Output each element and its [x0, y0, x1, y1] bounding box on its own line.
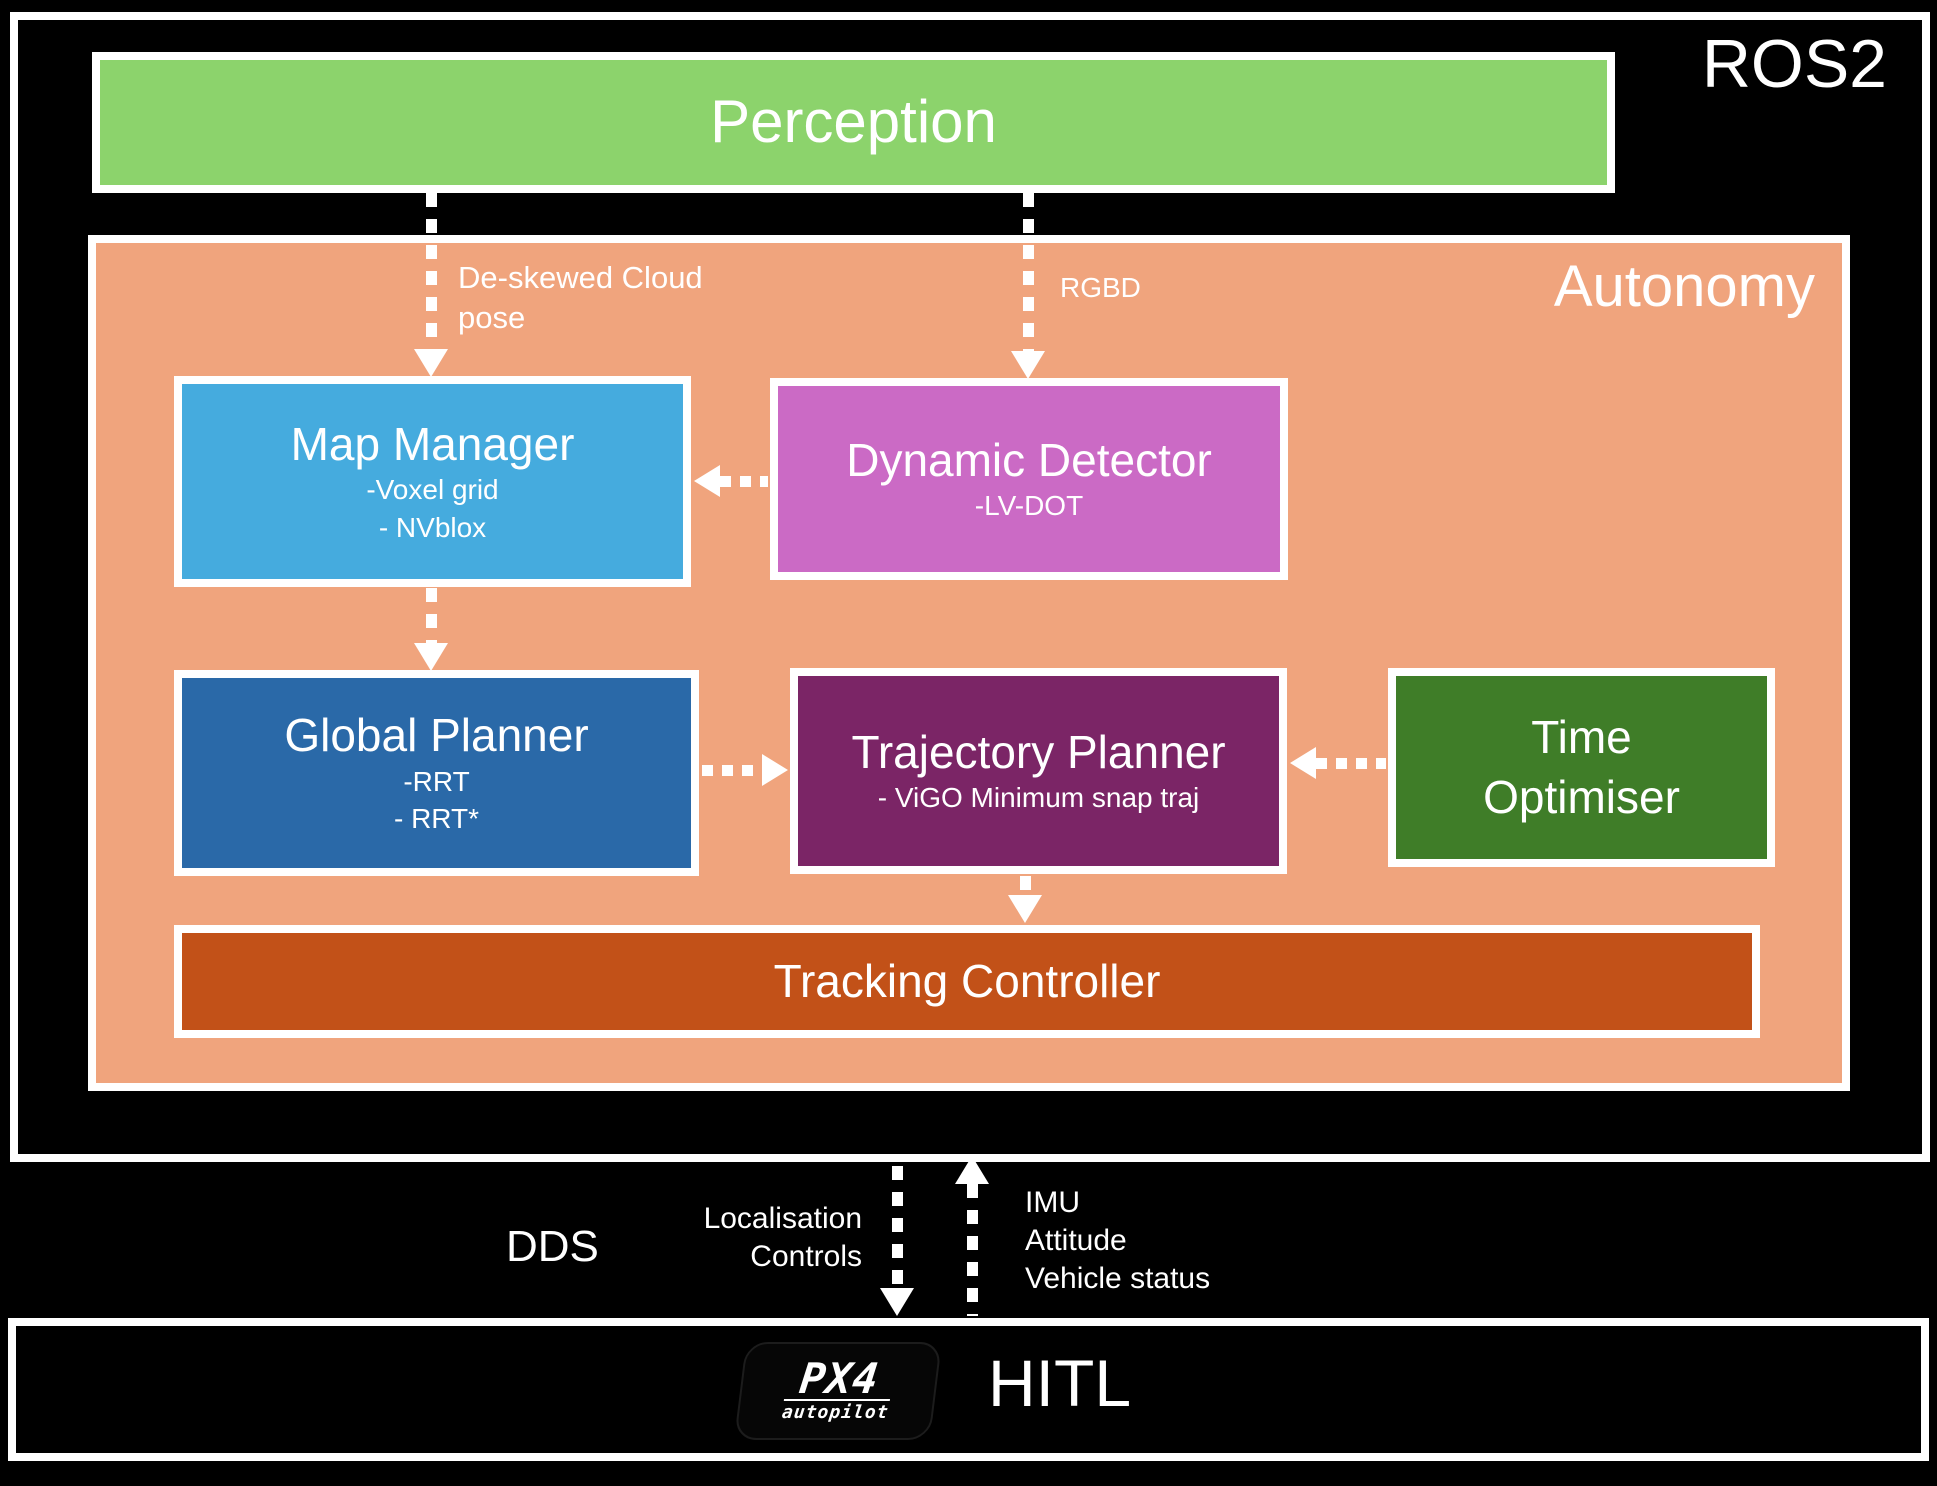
- global-planner-item-rrt: -RRT: [403, 765, 470, 797]
- arrow-trajectory-planner-to-tracking-controller: [1007, 876, 1043, 923]
- arrowhead-left-icon: [694, 465, 720, 497]
- arrowhead-left-icon: [1290, 747, 1316, 779]
- dashed-line: [1022, 193, 1034, 351]
- rgbd-label: RGBD: [1060, 272, 1141, 303]
- px4-logo-text: PX4: [797, 1354, 882, 1404]
- dynamic-detector-item-lv-dot: -LV-DOT: [974, 490, 1084, 522]
- global-planner-item-rrt-star: - RRT*: [393, 803, 480, 835]
- trajectory-planner-item-vigo: - ViGO Minimum snap traj: [877, 782, 1200, 814]
- arrow-ros2-to-hitl: [879, 1166, 915, 1316]
- dashed-line: [1316, 757, 1386, 769]
- time-optimiser-box: Time Optimiser: [1388, 668, 1775, 867]
- deskewed-cloud-label-line1: De-skewed Cloud: [458, 260, 703, 295]
- global-planner-title: Global Planner: [284, 709, 589, 762]
- vehicle-feedback-label: IMU Attitude Vehicle status: [1025, 1184, 1210, 1298]
- map-manager-title: Map Manager: [290, 417, 575, 470]
- arrowhead-down-icon: [1008, 895, 1042, 923]
- trajectory-planner-box: Trajectory Planner - ViGO Minimum snap t…: [790, 668, 1287, 874]
- arrow-dynamic-detector-to-map-manager: [694, 464, 768, 498]
- ros2-label: ROS2: [1701, 26, 1887, 102]
- arrow-map-manager-to-global-planner: [413, 588, 449, 671]
- localisation-label-line1: Localisation: [703, 1202, 862, 1235]
- arrowhead-up-icon: [955, 1156, 989, 1184]
- dashed-line: [891, 1166, 903, 1288]
- perception-box: Perception: [92, 52, 1615, 193]
- arrowhead-right-icon: [762, 754, 788, 786]
- arrow-perception-to-map-manager: [413, 193, 449, 377]
- map-manager-item-voxel-grid: -Voxel grid: [366, 474, 499, 506]
- dynamic-detector-box: Dynamic Detector -LV-DOT: [770, 378, 1288, 580]
- autonomy-label: Autonomy: [1553, 254, 1815, 319]
- deskewed-cloud-label-line2: pose: [458, 300, 526, 336]
- time-optimiser-title-line2: Optimiser: [1483, 770, 1680, 823]
- dashed-line: [425, 588, 437, 643]
- hitl-label: HITL: [988, 1346, 1132, 1420]
- arrowhead-down-icon: [1011, 351, 1045, 379]
- localisation-controls-label: Localisation Controls: [560, 1200, 862, 1276]
- tracking-controller-title: Tracking Controller: [773, 955, 1161, 1008]
- dashed-line: [966, 1184, 978, 1316]
- map-manager-item-nvblox: - NVblox: [378, 511, 487, 543]
- arrow-global-planner-to-trajectory-planner: [702, 753, 788, 787]
- perception-title: Perception: [710, 88, 997, 156]
- attitude-label-line: Attitude: [1025, 1224, 1127, 1258]
- arrow-hitl-to-ros2: [954, 1156, 990, 1316]
- global-planner-box: Global Planner -RRT - RRT*: [174, 670, 699, 876]
- trajectory-planner-title: Trajectory Planner: [851, 726, 1226, 779]
- hitl-container-box: [8, 1318, 1929, 1461]
- px4-autopilot-logo-icon: PX4 autopilot: [733, 1342, 943, 1440]
- deskewed-cloud-pose-label: De-skewed Cloud pose: [458, 258, 703, 339]
- arrowhead-down-icon: [414, 643, 448, 671]
- dashed-line: [720, 475, 768, 487]
- vehicle-status-label-line: Vehicle status: [1025, 1262, 1211, 1296]
- dynamic-detector-title: Dynamic Detector: [846, 434, 1212, 487]
- px4-autopilot-text: autopilot: [780, 1398, 891, 1423]
- dashed-line: [425, 193, 437, 349]
- map-manager-box: Map Manager -Voxel grid - NVblox: [174, 376, 691, 587]
- dashed-line: [1019, 876, 1031, 895]
- arrowhead-down-icon: [414, 349, 448, 377]
- tracking-controller-box: Tracking Controller: [174, 925, 1760, 1038]
- arrow-time-optimiser-to-trajectory-planner: [1290, 746, 1386, 780]
- time-optimiser-title-line1: Time: [1531, 710, 1632, 763]
- dashed-line: [702, 764, 762, 776]
- dds-label: DDS: [506, 1222, 599, 1271]
- imu-label-line: IMU: [1025, 1186, 1080, 1219]
- localisation-label-line2: Controls: [750, 1240, 862, 1274]
- arrow-perception-to-dynamic-detector: [1010, 193, 1046, 379]
- arrowhead-down-icon: [880, 1288, 914, 1316]
